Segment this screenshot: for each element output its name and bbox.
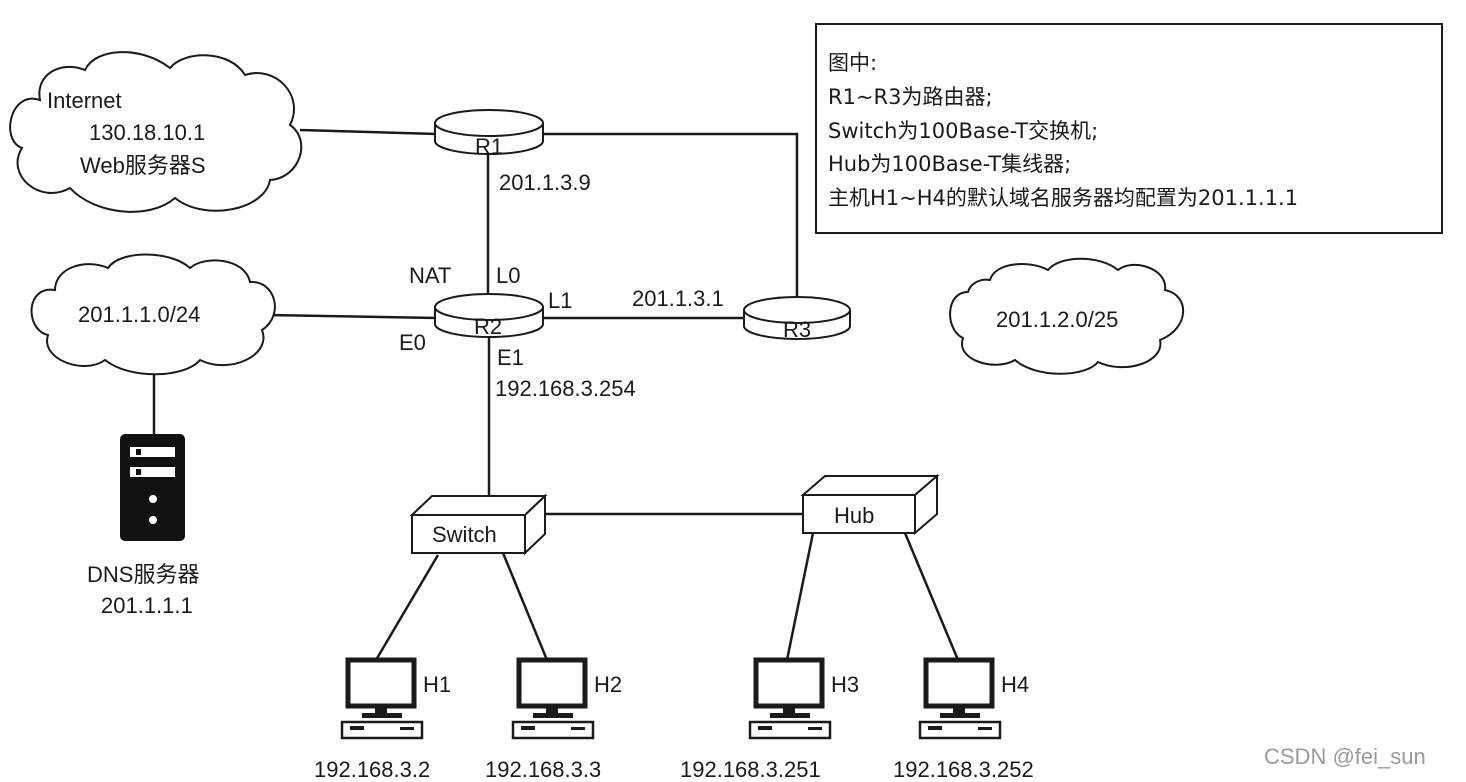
- legend-line: Hub为100Base-T集线器;: [828, 152, 1071, 176]
- router-r2-label: R2: [474, 314, 502, 339]
- dns-server: DNS服务器 201.1.1.1: [87, 434, 199, 618]
- router-r1: R1: [434, 109, 544, 159]
- host-h1-name: H1: [423, 672, 451, 697]
- cloud-lan2-label: 201.1.2.0/25: [996, 307, 1118, 332]
- wire-hub-h4: [903, 532, 960, 661]
- host-h4-ip: 192.168.3.252: [893, 757, 1034, 782]
- wire-lan1-r2: [267, 313, 438, 320]
- watermark: CSDN @fei_sun: [1264, 744, 1426, 769]
- router-r2: R2: [434, 293, 544, 339]
- r2-l1-label: L1: [548, 288, 572, 313]
- r2-e0-label: E0: [399, 330, 426, 355]
- switch-label: Switch: [432, 522, 497, 547]
- host-h1-ip: 192.168.3.2: [314, 757, 430, 782]
- r2-nat-label: NAT: [409, 263, 451, 288]
- hub-label: Hub: [834, 503, 874, 528]
- router-r3: R3: [743, 296, 851, 342]
- wire-internet-r1: [299, 128, 438, 136]
- host-h3-name: H3: [831, 672, 859, 697]
- dns-server-ip: 201.1.1.1: [101, 593, 193, 618]
- host-h1: H1 192.168.3.2: [314, 657, 451, 782]
- host-h4: H4 192.168.3.252: [893, 657, 1034, 782]
- computer-icon: [511, 657, 595, 740]
- legend-box: 图中: R1~R3为路由器; Switch为100Base-T交换机; Hub为…: [815, 23, 1443, 234]
- wire-switch-h1: [374, 554, 440, 661]
- legend-line: R1~R3为路由器;: [828, 85, 993, 109]
- host-h3-ip: 192.168.3.251: [680, 757, 821, 782]
- wire-r1-r3: [543, 132, 799, 298]
- hub-device: Hub: [800, 473, 940, 536]
- router-r1-label: R1: [475, 134, 503, 159]
- host-h3: H3 192.168.3.251: [680, 657, 859, 782]
- router-r3-label: R3: [783, 317, 811, 342]
- cloud-internet: Internet 130.18.10.1 Web服务器S: [9, 51, 303, 213]
- server-icon: [120, 434, 185, 541]
- legend-title: 图中:: [828, 51, 877, 75]
- host-h2-ip: 192.168.3.3: [485, 757, 601, 782]
- web-server-label: Web服务器S: [80, 153, 206, 178]
- r2-l0-label: L0: [496, 263, 520, 288]
- wire-hub-h3: [785, 532, 815, 661]
- legend-line: Switch为100Base-T交换机;: [828, 119, 1098, 143]
- r1-interface-ip: 201.1.3.9: [499, 170, 591, 195]
- cloud-internet-label: Internet: [47, 88, 122, 113]
- computer-icon: [748, 657, 832, 740]
- wires: [152, 128, 960, 661]
- computer-icon: [340, 657, 424, 740]
- dns-server-label: DNS服务器: [87, 562, 199, 587]
- web-server-ip: 130.18.10.1: [89, 120, 205, 145]
- cloud-lan1: 201.1.1.0/24: [30, 253, 276, 376]
- switch-device: Switch: [409, 493, 548, 556]
- wire-switch-h2: [501, 552, 549, 661]
- computer-icon: [918, 657, 1002, 740]
- cloud-lan2: 201.1.2.0/25: [949, 257, 1185, 375]
- host-h2-name: H2: [594, 672, 622, 697]
- host-h4-name: H4: [1001, 672, 1029, 697]
- r2-e1-ip: 192.168.3.254: [495, 376, 636, 401]
- host-h2: H2 192.168.3.3: [485, 657, 622, 782]
- r2-e1-label: E1: [497, 345, 524, 370]
- legend-line: 主机H1~H4的默认域名服务器均配置为201.1.1.1: [828, 186, 1298, 210]
- r3-interface-ip: 201.1.3.1: [632, 286, 724, 311]
- cloud-lan1-label: 201.1.1.0/24: [78, 302, 200, 327]
